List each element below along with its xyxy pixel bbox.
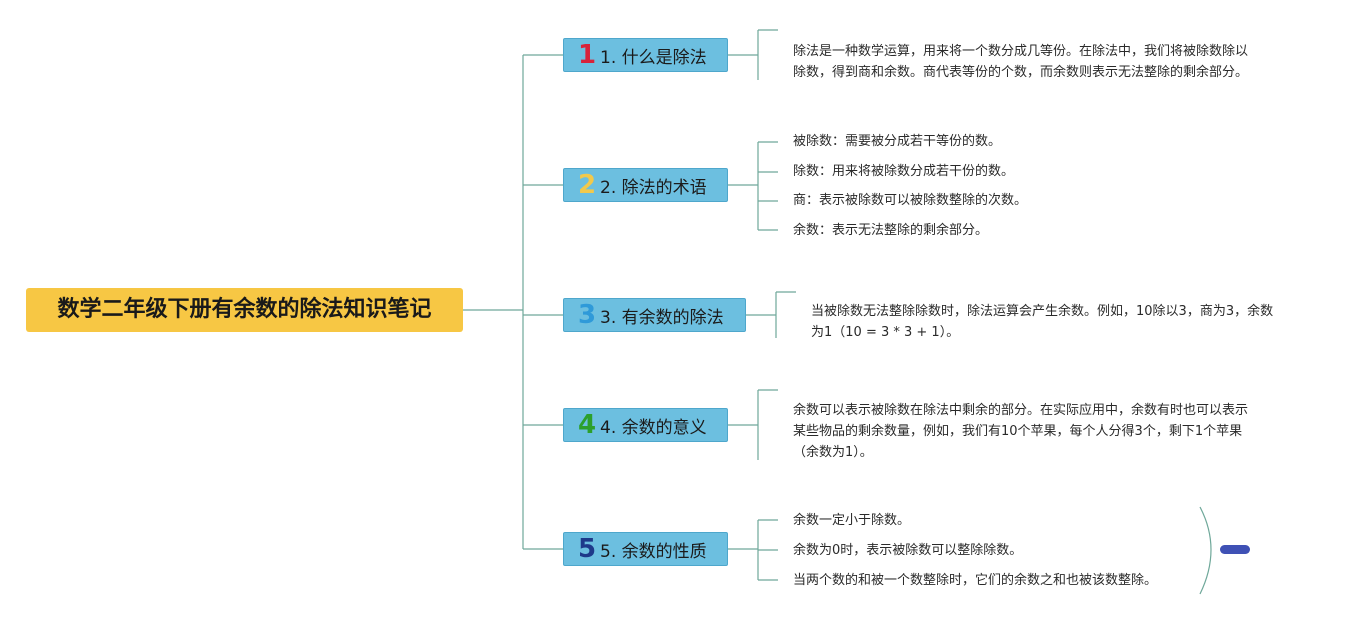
summary-placeholder[interactable] [1220,545,1250,554]
topic-2-item-1: 被除数：需要被分成若干等份的数。 [793,134,1002,149]
topic-4-description: 余数可以表示被除数在除法中剩余的部分。在实际应用中，余数有时也可以表示 某些物品… [793,400,1248,463]
topic-4-line-1: 余数可以表示被除数在除法中剩余的部分。在实际应用中，余数有时也可以表示 [793,403,1249,418]
leaf-bracket-2 [728,141,778,231]
topic-5-item-1: 余数一定小于除数。 [793,513,911,528]
topic-1-line-1: 除法是一种数学运算，用来将一个数分成几等份。在除法中，我们将被除数除以 [793,44,1249,59]
leaf-bracket-5 [728,519,778,581]
leaf-bracket-4 [728,389,778,460]
topic-2[interactable]: 2 2. 除法的术语 [563,168,728,202]
topic-3-label: 3. 有余数的除法 [600,307,724,328]
topic-4-line-2: 某些物品的剩余数量，例如，我们有10个苹果，每个人分得3个，剩下1个苹果 [793,424,1243,439]
topic-3[interactable]: 3 3. 有余数的除法 [563,298,746,332]
topic-2-label: 2. 除法的术语 [600,177,707,198]
leaf-bracket-1 [728,29,778,80]
number-5-icon: 5 [578,534,597,564]
topic-3-line-1: 当被除数无法整除除数时，除法运算会产生余数。例如，10除以3，商为3，余数 [811,304,1274,319]
topic-4-line-3: （余数为1）。 [793,445,873,460]
topic-3-line-2: 为1（10 = 3 * 3 + 1）。 [811,325,960,340]
leaf-bracket-3 [746,291,796,338]
topic-1[interactable]: 1 1. 什么是除法 [563,38,728,72]
topic-5-item-2: 余数为0时，表示被除数可以整除除数。 [793,543,1023,558]
topic-4-label: 4. 余数的意义 [600,417,707,438]
topic-5-item-3: 当两个数的和被一个数整除时，它们的余数之和也被该数整除。 [793,573,1158,588]
topic-2-item-3: 商：表示被除数可以被除数整除的次数。 [793,193,1028,208]
number-2-icon: 2 [578,170,597,200]
topic-1-label: 1. 什么是除法 [600,47,707,68]
summary-brace [1199,506,1212,595]
root-node[interactable]: 数学二年级下册有余数的除法知识笔记 [26,288,463,332]
topic-1-line-2: 除数，得到商和余数。商代表等份的个数，而余数则表示无法整除的剩余部分。 [793,65,1249,80]
topic-2-item-2: 除数：用来将被除数分成若干份的数。 [793,164,1015,179]
topic-2-item-4: 余数：表示无法整除的剩余部分。 [793,223,989,238]
topic-1-description: 除法是一种数学运算，用来将一个数分成几等份。在除法中，我们将被除数除以 除数，得… [793,41,1248,83]
topic-5-label: 5. 余数的性质 [600,541,707,562]
topic-4[interactable]: 4 4. 余数的意义 [563,408,728,442]
number-1-icon: 1 [578,40,597,70]
topic-5[interactable]: 5 5. 余数的性质 [563,532,728,566]
number-4-icon: 4 [578,410,597,440]
number-3-icon: 3 [578,300,597,330]
topic-3-description: 当被除数无法整除除数时，除法运算会产生余数。例如，10除以3，商为3，余数 为1… [811,301,1273,343]
